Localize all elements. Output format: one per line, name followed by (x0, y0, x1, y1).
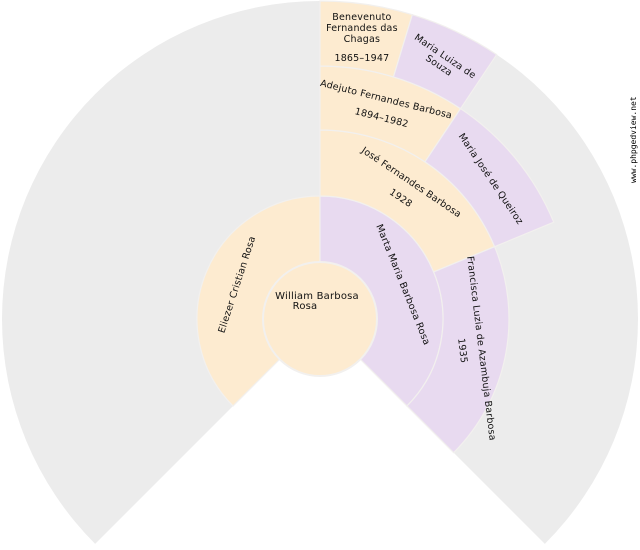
ancestor-name: Fernandes das (326, 23, 398, 34)
watermark-text: www.phpgedview.net (629, 96, 638, 183)
ancestor-name: Benevenuto (332, 12, 391, 23)
ancestor-segments (196, 0, 555, 454)
root-person-circle[interactable] (262, 261, 378, 377)
ancestor-segment-mgm[interactable] (406, 245, 510, 454)
ancestor-segment-mgggm[interactable] (392, 13, 498, 110)
ancestor-dates: 1935 (455, 338, 469, 364)
ancestor-segment-mggm[interactable] (424, 107, 555, 248)
ancestor-name: Chagas (344, 34, 380, 45)
ancestor-dates: 1865–1947 (334, 53, 389, 64)
